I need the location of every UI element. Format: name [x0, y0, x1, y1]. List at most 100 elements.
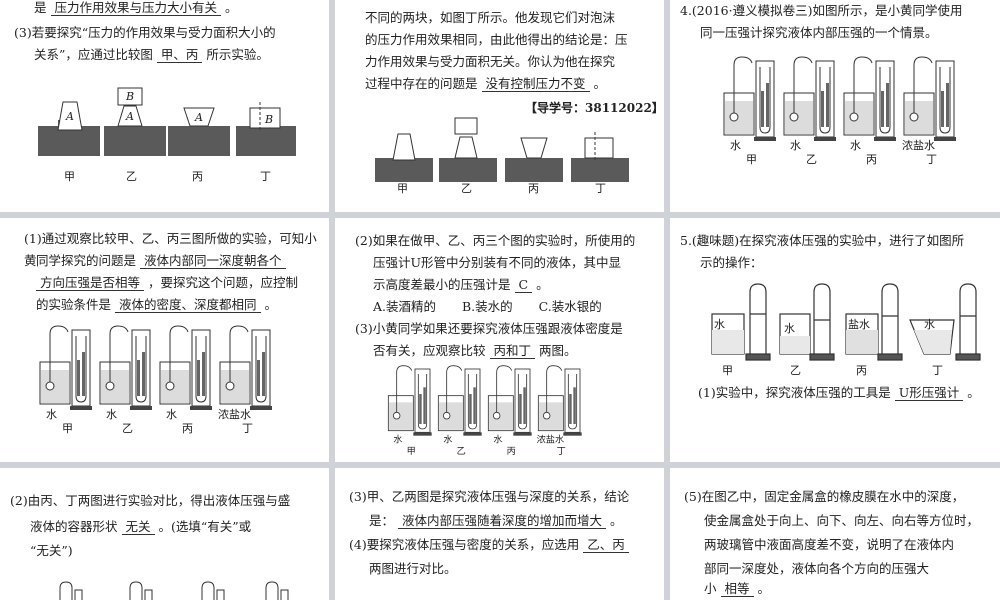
u-tube — [879, 67, 891, 134]
tube-liquid-right — [423, 387, 426, 424]
tube-liquid-left — [941, 91, 944, 127]
tube-liquid-right — [573, 387, 576, 424]
manometer-figure: 水丙 — [843, 56, 896, 166]
liquid — [845, 101, 873, 134]
tube-liquid-right — [142, 352, 145, 396]
foam-block-figures: 甲 乙 丙 丁 — [375, 117, 629, 195]
card-question-4: 4.(2016·遵义模拟卷三)如图所示，是小黄同学使用 同一压强计探究液体内部压… — [670, 0, 1000, 212]
u-tube — [467, 374, 478, 430]
paragraph-line: 小 相等 。 — [704, 578, 770, 600]
answer: 液体内部压强随着深度的增加而增大 — [398, 513, 607, 529]
manometer-figure: 水乙 — [99, 325, 152, 435]
liquid — [439, 402, 463, 430]
base — [250, 406, 272, 410]
figure-label: 甲 — [397, 182, 408, 195]
card-question-4-part-1: (1)通过观察比较甲、乙、丙三图所做的实验，可知小黄 同学探究的问题是 液体内部… — [0, 218, 329, 462]
liquid-label: 水 — [393, 433, 402, 445]
paragraph-line: (3)甲、乙两图是探究液体压强与深度的关系，结论 — [349, 489, 630, 504]
tube-liquid-right — [946, 83, 949, 127]
probe-box — [225, 381, 235, 391]
figure-label: 丁 — [932, 364, 943, 377]
card-question-5-part-5: (5)在图乙中，固定金属盒的橡皮膜在水中的深度， 使金属盒处于向上、向下、向左、… — [670, 468, 1000, 600]
figure-label: 乙 — [790, 364, 801, 377]
question-4-line-1: 4.(2016·遵义模拟卷三)如图所示，是小黄同学使用 — [680, 3, 963, 18]
base — [463, 432, 482, 436]
figure-label: 丁 — [242, 422, 253, 435]
figure-label: 丁 — [260, 170, 271, 183]
text: 。 — [593, 76, 607, 91]
answer: 乙、丙 — [583, 537, 629, 553]
manometer-figure: 水乙 — [783, 56, 836, 166]
beaker — [723, 92, 755, 136]
probe-box — [729, 112, 739, 122]
base — [934, 137, 956, 141]
scale-board — [935, 60, 955, 138]
tube-liquid-left — [257, 360, 260, 396]
base — [874, 137, 896, 141]
paragraph-line: 使金属盒处于向上、向下、向左、向右等方位时， — [704, 513, 980, 528]
liquid-label: 水 — [46, 408, 57, 421]
scale-board — [514, 368, 531, 433]
paragraph-line: (4)要探究液体压强与密度的关系，应选用 乙、丙 — [349, 534, 629, 556]
card-question-5-part-2: (2)由丙、丁两图进行实验对比，得出液体压强与盛 液体的容器形状 无关 。(选填… — [0, 468, 329, 600]
probe-box — [105, 381, 115, 391]
figure-label: 乙 — [457, 446, 466, 457]
paragraph-line: 不同的两块，如图丁所示。他发现它们对泡沫 — [365, 10, 616, 25]
beaker — [219, 361, 251, 405]
liquid — [489, 402, 513, 430]
tube-liquid-left — [761, 91, 764, 127]
figure-label: 丙 — [866, 153, 877, 166]
liquid-label: 水 — [850, 139, 861, 152]
beaker — [537, 395, 564, 432]
u-tube — [255, 336, 267, 403]
rubber-tube — [229, 325, 249, 384]
option: B.装水的 — [462, 299, 513, 314]
answer: C — [514, 277, 533, 293]
question-3-line-2: 关系”，应通过比较图 甲、丙 所示实验。 — [34, 44, 269, 66]
rubber-tube — [793, 56, 813, 115]
beaker — [487, 395, 514, 432]
answer: 没有控制压力不变 — [481, 76, 590, 92]
scale-board — [131, 329, 151, 407]
figure-label: 乙 — [126, 170, 137, 183]
figure-label: 甲 — [64, 170, 75, 183]
figure-label: 乙 — [806, 153, 817, 166]
probe-box — [789, 112, 799, 122]
probe-box — [392, 411, 401, 420]
figure-label: 甲 — [722, 364, 733, 377]
figure-label: 丙 — [192, 170, 203, 183]
text: 是： — [369, 513, 395, 528]
figure-label: 丁 — [595, 182, 606, 195]
text: ，要探究这个问题，应控制 — [148, 275, 299, 290]
figure-tops-cropped — [59, 581, 289, 600]
figure-label: 乙 — [122, 422, 133, 435]
paragraph-line: 两图进行对比。 — [369, 561, 457, 576]
base — [130, 406, 152, 410]
base — [513, 432, 532, 436]
tube-liquid-left — [469, 394, 472, 424]
block-label: A — [125, 110, 134, 123]
text: 。 — [610, 513, 623, 528]
beaker — [159, 361, 191, 405]
base — [754, 137, 776, 141]
figure-label: 丙 — [182, 422, 193, 435]
u-tube — [819, 67, 831, 134]
tube-liquid-left — [137, 360, 140, 396]
paragraph-line: (2)如果在做甲、乙、丙三个图的实验时，所使用的 — [355, 233, 636, 248]
beaker — [903, 92, 935, 136]
text: 。 — [967, 385, 980, 400]
rubber-tube — [169, 325, 189, 384]
text: 液体的容器形状 — [30, 519, 118, 534]
tube-liquid-right — [766, 83, 769, 127]
probe-box — [442, 411, 451, 420]
base — [70, 406, 92, 410]
liquid-label: 盐水 — [848, 318, 870, 331]
rubber-tube — [49, 325, 69, 384]
text: 。 — [225, 0, 238, 15]
manometer-figure: 水甲 — [39, 325, 92, 435]
paragraph-line: 示高度差最小的压强计是 C 。 — [373, 274, 549, 296]
block-label: A — [194, 111, 203, 124]
